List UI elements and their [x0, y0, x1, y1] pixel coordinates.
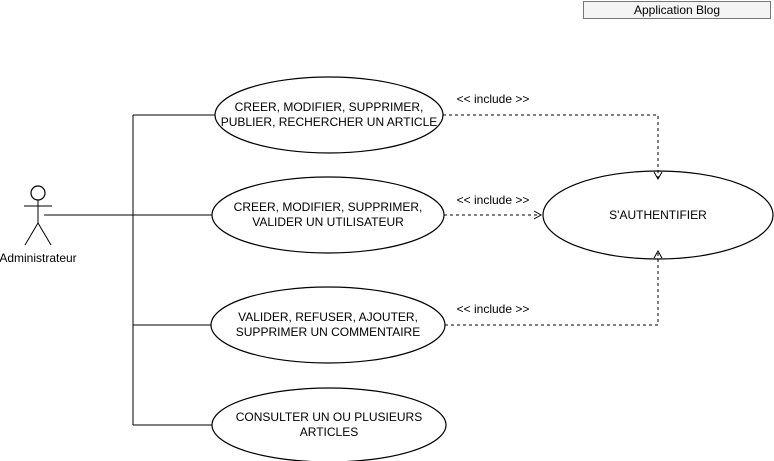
actor-label: Administrateur — [0, 251, 77, 265]
include-commentaire: << include >> — [445, 249, 663, 326]
usecase-label-line: SUPPRIMER UN COMMENTAIRE — [236, 325, 420, 339]
include-label: << include >> — [457, 92, 530, 106]
include-utilisateur: << include >> — [444, 193, 543, 220]
include-article: << include >> — [443, 92, 663, 181]
include-connector — [445, 249, 663, 326]
actor-right-leg — [37, 222, 52, 246]
usecase-ellipse — [211, 387, 447, 461]
usecase-consulter: CONSULTER UN OU PLUSIEURS ARTICLES — [211, 387, 447, 461]
include-connector — [443, 114, 663, 181]
usecase-label-line: CONSULTER UN OU PLUSIEURS — [236, 410, 422, 424]
usecase-commentaire: VALIDER, REFUSER, AJOUTER, SUPPRIMER UN … — [210, 286, 446, 364]
actor-administrateur: Administrateur — [0, 185, 77, 265]
usecase-utilisateur: CREER, MODIFIER, SUPPRIMER, VALIDER UN U… — [211, 176, 445, 254]
usecase-authentifier: S'AUTHENTIFIER — [542, 170, 774, 260]
system-title: Application Blog — [583, 1, 771, 19]
associations — [44, 114, 216, 426]
usecase-label-line: CREER, MODIFIER, SUPPRIMER, — [234, 200, 423, 214]
usecase-label-line: PUBLIER, RECHERCHER UN ARTICLE — [221, 115, 438, 129]
usecase-article: CREER, MODIFIER, SUPPRIMER, PUBLIER, REC… — [214, 76, 444, 154]
actor-left-leg — [24, 222, 39, 246]
include-label: << include >> — [457, 193, 530, 207]
include-label: << include >> — [457, 302, 530, 316]
usecase-label-line: VALIDER, REFUSER, AJOUTER, — [238, 310, 418, 324]
usecase-label-line: VALIDER UN UTILISATEUR — [252, 215, 404, 229]
usecase-label-line: ARTICLES — [300, 425, 358, 439]
usecase-label: S'AUTHENTIFIER — [609, 208, 707, 222]
usecase-label-line: CREER, MODIFIER, SUPPRIMER, — [235, 100, 424, 114]
actor-head — [30, 185, 46, 201]
